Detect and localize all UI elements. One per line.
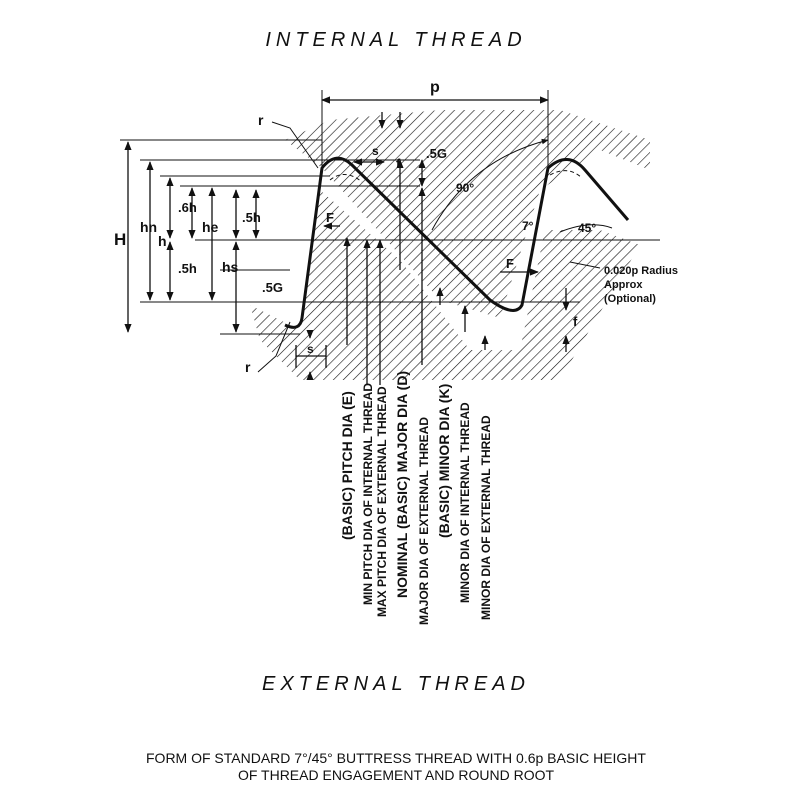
thread-profile: [284, 156, 630, 329]
diameter-label-basic-pitch: (BASIC) PITCH DIA (E): [339, 391, 355, 540]
label-angle-7: 7°: [522, 219, 534, 233]
label-s-top: s: [372, 144, 379, 158]
label-five-G-top: .5G: [426, 146, 447, 161]
label-r-top: r: [258, 112, 264, 128]
label-f-right: f: [573, 314, 578, 329]
label-angle-45: 45°: [578, 221, 596, 235]
diameter-label-min-pitch-internal: MIN PITCH DIA OF INTERNAL THREAD: [361, 383, 375, 605]
external-crest-dashed: [329, 170, 583, 183]
diameter-label-minor-internal: MINOR DIA OF INTERNAL THREAD: [458, 402, 472, 603]
label-five-h-upper: .5h: [242, 210, 261, 225]
label-angle-90: 90°: [456, 181, 474, 195]
angle-90-arc: [431, 138, 549, 231]
figure-caption-line-1: FORM OF STANDARD 7°/45° BUTTRESS THREAD …: [146, 750, 646, 766]
diameter-labels: (BASIC) PITCH DIA (E) MIN PITCH DIA OF I…: [339, 371, 493, 625]
angle-45-arc: [559, 224, 613, 233]
label-radius-note-1: 0.020p Radius: [604, 265, 678, 277]
diameter-leaders: [343, 159, 489, 385]
label-six-h: .6h: [178, 200, 197, 215]
diameter-label-nominal-major: NOMINAL (BASIC) MAJOR DIA (D): [394, 371, 410, 598]
vertical-dimensions: [124, 141, 260, 333]
label-H: H: [114, 230, 126, 249]
figure-caption-line-2: OF THREAD ENGAGEMENT AND ROUND ROOT: [237, 767, 555, 783]
label-five-G-left: .5G: [262, 280, 283, 295]
label-h: h: [158, 233, 167, 249]
diameter-label-minor-external: MINOR DIA OF EXTERNAL THREAD: [479, 415, 493, 620]
external-thread-heading: EXTERNAL THREAD: [261, 673, 530, 695]
label-radius-note-2: Approx: [604, 279, 643, 291]
label-F-left: F: [326, 210, 334, 225]
label-hn: hn: [140, 219, 157, 235]
diameter-label-basic-minor: (BASIC) MINOR DIA (K): [436, 384, 452, 538]
label-five-h-lower: .5h: [178, 261, 197, 276]
diameter-label-major-external: MAJOR DIA OF EXTERNAL THREAD: [417, 417, 431, 625]
label-hs: hs: [222, 259, 239, 275]
label-p: p: [430, 79, 440, 96]
internal-thread-heading: INTERNAL THREAD: [265, 29, 527, 51]
diameter-label-max-pitch-external: MAX PITCH DIA OF EXTERNAL THREAD: [375, 386, 389, 617]
label-s-bottom: s: [307, 342, 314, 356]
label-r-bottom: r: [245, 359, 251, 375]
label-radius-note-3: (Optional): [604, 293, 656, 305]
label-F-right: F: [506, 256, 514, 271]
label-he: he: [202, 219, 219, 235]
label-f-top: f: [396, 156, 401, 171]
